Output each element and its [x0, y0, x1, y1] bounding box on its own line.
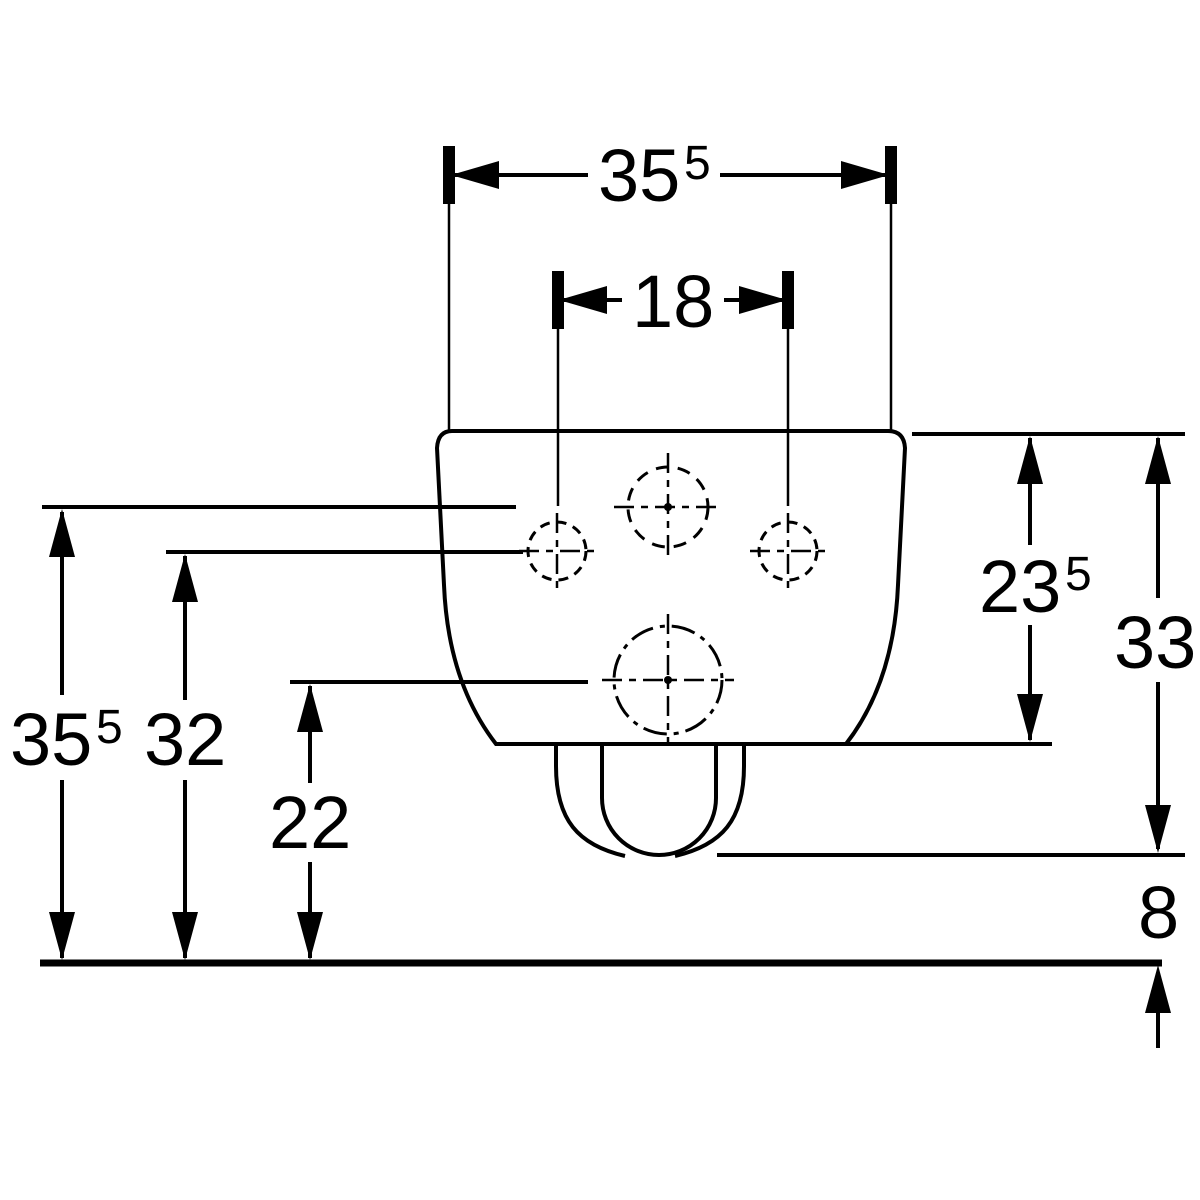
dimension-top-width: 35 5 [443, 134, 897, 430]
arrowhead-down [297, 912, 323, 960]
dimension-right-outer-height: 33 [1114, 436, 1196, 853]
arrowhead-up [1145, 436, 1171, 484]
arrowhead-up [297, 684, 323, 732]
dim-terminator-bar [885, 146, 897, 204]
body-outline-path [434, 429, 908, 746]
dimension-bottom-clearance: 8 [1138, 871, 1179, 1048]
dim-terminator-bar [552, 271, 564, 329]
dim-left-inner-label: 22 [269, 781, 351, 864]
arrowhead-up [1017, 436, 1043, 484]
dim-hole-spacing-label: 18 [632, 260, 714, 343]
dim-right-inner-label: 23 [979, 545, 1061, 628]
spigot-outer-left [554, 744, 626, 858]
left-fixing-hole-crosshair [519, 513, 595, 589]
dimension-hole-spacing: 18 [552, 260, 794, 506]
arrowhead-up [172, 554, 198, 602]
dimension-left-outer-height: 35 5 [10, 509, 123, 960]
bottom-outlet-hole-dot [664, 676, 672, 684]
dim-top-width-label: 35 [598, 134, 680, 217]
dim-terminator-bar [782, 271, 794, 329]
right-reference-lines [717, 432, 1185, 857]
bottom-outlet-hole-crosshair [602, 614, 734, 746]
dim-left-outer-sup: 5 [96, 701, 123, 754]
arrowhead-left [451, 161, 499, 189]
dim-bottom-clearance-label: 8 [1138, 871, 1179, 954]
arrowhead-right [841, 161, 889, 189]
arrowhead-down [172, 912, 198, 960]
dimension-right-inner-height: 23 5 [979, 436, 1092, 742]
arrowhead-down [1145, 805, 1171, 853]
top-center-hole-dot [664, 503, 672, 511]
dim-right-outer-label: 33 [1114, 601, 1196, 684]
toilet-body-outline [434, 429, 908, 746]
dimension-left-mid-height: 32 [144, 554, 226, 960]
dim-right-inner-sup: 5 [1065, 548, 1092, 601]
outlet-spigot [554, 744, 746, 858]
dim-left-mid-label: 32 [144, 698, 226, 781]
arrowhead-right [739, 286, 787, 314]
arrowhead-up [49, 509, 75, 557]
right-fixing-hole-crosshair [750, 513, 826, 589]
dimension-left-inner-height: 22 [269, 684, 351, 960]
bottom-outlet-hole [612, 624, 724, 736]
arrowhead-down [1017, 694, 1043, 742]
left-reference-lines [42, 505, 588, 684]
arrowhead-down [49, 912, 75, 960]
dim-left-outer-label: 35 [10, 698, 92, 781]
spigot-inner-u [600, 744, 718, 857]
arrowhead-left [559, 286, 607, 314]
dim-top-width-sup: 5 [684, 137, 711, 190]
spigot-outer-right [674, 744, 746, 858]
mounting-holes [519, 453, 826, 746]
arrowhead-up [1145, 965, 1171, 1013]
dim-terminator-bar [443, 146, 455, 204]
